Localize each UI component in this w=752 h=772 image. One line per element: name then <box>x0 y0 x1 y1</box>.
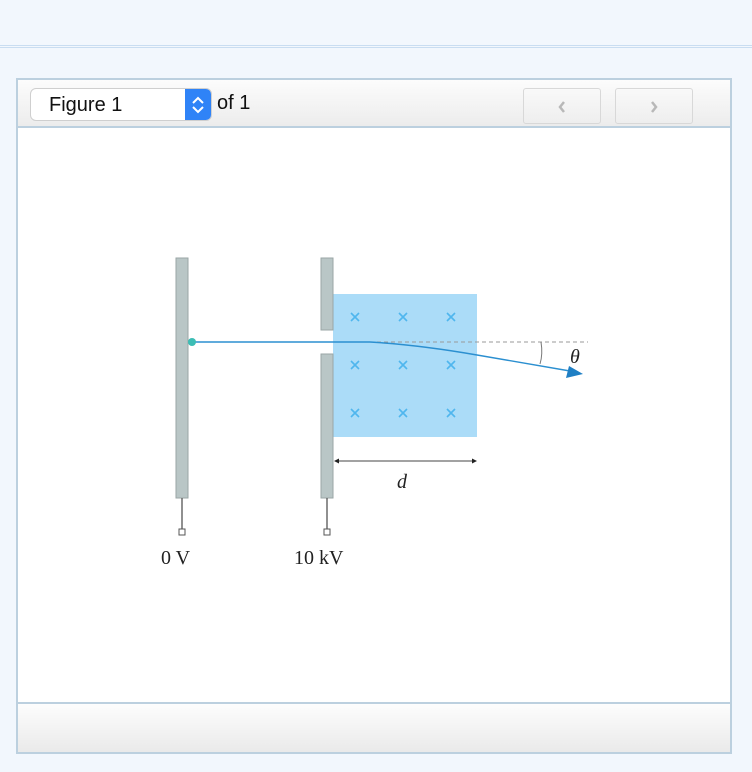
electron-source-dot <box>188 338 196 346</box>
distance-label: d <box>397 471 408 493</box>
left-plate-voltage-label: 0 V <box>161 547 191 569</box>
select-stepper-icon[interactable] <box>185 89 211 120</box>
left-plate <box>175 257 189 499</box>
right-plate-lower <box>320 353 334 499</box>
right-terminal <box>323 528 331 536</box>
figure-viewer: Figure 1 of 1 <box>16 78 732 754</box>
figure-select-value: Figure 1 <box>49 94 123 116</box>
top-divider <box>0 45 752 48</box>
right-plate-upper <box>320 257 334 331</box>
figure-canvas: θ d 0 V 10 kV <box>18 128 730 702</box>
figure-select[interactable]: Figure 1 <box>30 88 212 121</box>
previous-figure-button[interactable] <box>523 88 601 124</box>
next-figure-button[interactable] <box>615 88 693 124</box>
viewer-footer <box>18 702 730 752</box>
viewer-toolbar: Figure 1 of 1 <box>18 80 730 128</box>
page-count-label: of 1 <box>217 92 251 114</box>
chevron-right-icon <box>651 101 658 113</box>
beam-arrowhead-icon <box>566 366 583 378</box>
field-into-page-marks <box>350 312 456 418</box>
angle-label: θ <box>570 346 580 368</box>
magnetic-field-region <box>333 294 477 437</box>
left-terminal <box>178 528 186 536</box>
right-plate-voltage-label: 10 kV <box>294 547 344 569</box>
chevron-left-icon <box>558 101 565 113</box>
